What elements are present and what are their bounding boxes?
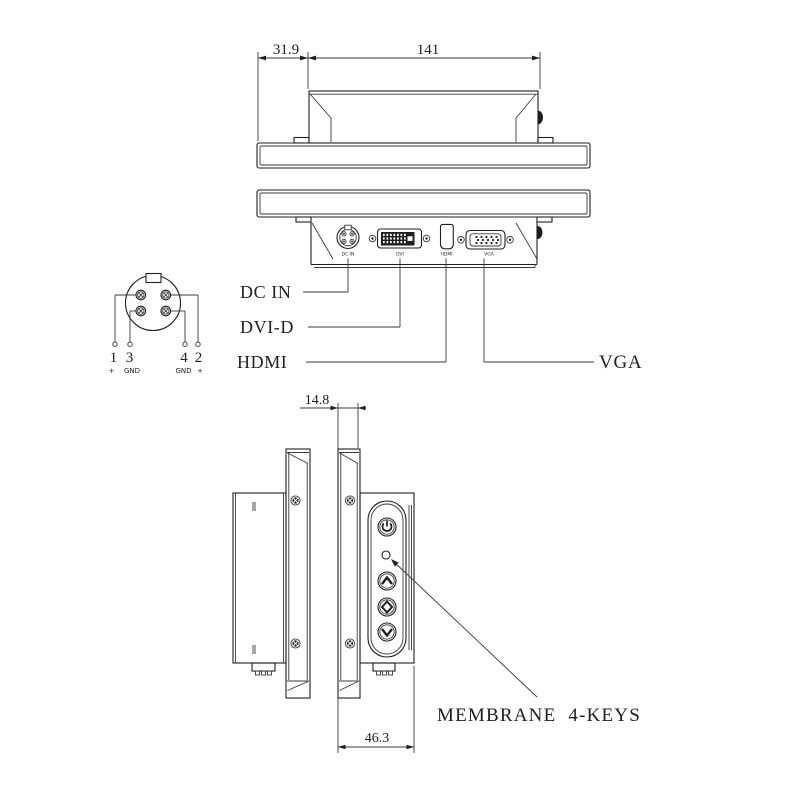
mount-tab <box>295 216 312 223</box>
side-view-left <box>232 448 311 699</box>
panel-outline <box>285 448 311 699</box>
arrowhead-icon <box>338 744 346 750</box>
chamfer-line <box>515 222 538 260</box>
pin-signal: GND <box>175 367 191 375</box>
pin-signal: + <box>197 367 203 375</box>
bezel-bar <box>256 189 591 218</box>
dvi-label: DVI-D <box>240 317 294 337</box>
side-bump <box>537 226 543 239</box>
pin-signal: + <box>109 367 115 375</box>
housing-box <box>232 492 287 664</box>
mount-tab <box>536 216 553 223</box>
bezel-bar-inner <box>259 145 588 166</box>
vga-pin-grid <box>475 235 500 245</box>
dim-depth-text: 46.3 <box>365 731 390 746</box>
keypad-pill <box>367 500 407 658</box>
bezel-bar-inner <box>259 192 588 215</box>
din-pin <box>135 305 147 317</box>
din-connector-outline <box>124 274 182 332</box>
pin-number: 3 <box>126 350 134 366</box>
chamfer-line <box>515 93 537 119</box>
led-indicator-icon <box>381 550 391 560</box>
pin-number: 1 <box>110 350 118 366</box>
din-pin <box>160 305 172 317</box>
bottom-connector-icon <box>251 662 276 676</box>
dc-in-port-icon <box>336 224 360 250</box>
vga-port-icon <box>457 229 514 250</box>
power-button-icon <box>377 517 397 537</box>
arrowhead-icon <box>406 744 414 750</box>
arrowhead-icon <box>258 55 266 61</box>
hdmi-label: HDMI <box>237 352 287 372</box>
chamfer-line <box>311 222 334 260</box>
dc-power-pinout: 1 3 4 2 + GND GND + <box>109 272 203 375</box>
dc-in-silk-label: DC IN <box>342 252 355 258</box>
vga-label: VGA <box>599 352 643 373</box>
arrowhead-icon <box>330 405 338 411</box>
side-view-right <box>337 448 415 699</box>
pin-signal: GND <box>124 367 140 375</box>
arrowhead-icon <box>300 55 308 61</box>
down-button-icon <box>377 622 397 642</box>
keypad-pill-inner <box>370 503 404 655</box>
dim-offset-text: 31.9 <box>273 42 299 58</box>
bezel-bar <box>256 142 591 169</box>
side-bump <box>537 110 543 125</box>
leader-line <box>392 560 538 698</box>
mount-tab <box>293 136 310 144</box>
din-pin <box>135 289 147 301</box>
panel-outline <box>337 448 361 699</box>
screw-icon <box>290 495 301 506</box>
dvi-port-icon <box>368 228 431 249</box>
housing-outline <box>308 90 539 144</box>
din-pin <box>160 289 172 301</box>
arrowhead-icon <box>391 559 399 567</box>
chamfer-line <box>309 93 332 119</box>
pinout-leaders <box>112 294 201 347</box>
hdmi-port-icon <box>439 223 454 250</box>
pin-number: 2 <box>195 350 203 366</box>
membrane-callout: MEMBRANE 4-KEYS <box>391 559 641 726</box>
top-view: 31.9 141 <box>256 42 591 169</box>
dc-in-label: DC IN <box>240 282 292 302</box>
dvi-silk-label: DVI <box>396 252 404 258</box>
dvi-pin-grid <box>383 233 413 244</box>
arrowhead-icon <box>358 405 366 411</box>
screw-icon <box>344 495 356 506</box>
din-keyway-notch <box>145 272 162 284</box>
rear-view: DC IN DVI HDMI <box>237 189 643 373</box>
port-callouts: DC IN DVI-D HDMI VGA <box>237 258 643 373</box>
pin-number: 4 <box>180 350 188 366</box>
mount-tab <box>537 136 554 144</box>
membrane-keys-label: MEMBRANE 4-KEYS <box>437 705 641 726</box>
select-button-icon <box>377 597 397 617</box>
bottom-connector-icon <box>372 662 396 676</box>
up-button-icon <box>377 571 397 591</box>
hdmi-silk-label: HDMI <box>440 252 452 258</box>
dim-thickness-text: 14.8 <box>305 393 330 408</box>
vga-silk-label: VGA <box>484 252 495 258</box>
screw-icon <box>344 638 356 649</box>
arrowhead-icon <box>532 55 540 61</box>
dim-width-text: 141 <box>417 42 440 58</box>
arrowhead-icon <box>308 55 316 61</box>
screw-icon <box>290 638 301 649</box>
